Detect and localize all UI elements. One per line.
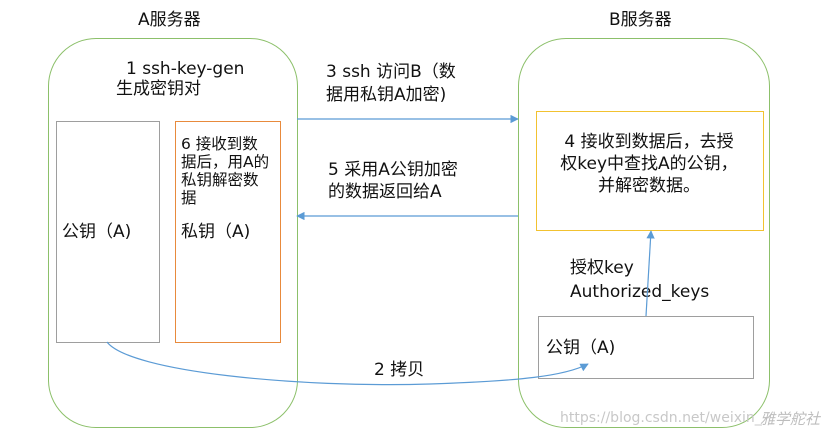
a-private-key-label: 私钥（A) — [181, 222, 251, 242]
b-public-key-label: 公钥（A) — [546, 338, 616, 358]
a-public-key-label: 公钥（A) — [62, 222, 132, 242]
step3-line1: 3 ssh 访问B（数 — [326, 62, 456, 82]
server-a-title: A服务器 — [138, 10, 201, 30]
authorized-line2: Authorized_keys — [570, 282, 710, 302]
step6-line3: 私钥解密数 — [181, 171, 259, 189]
step6-line4: 据 — [181, 189, 197, 207]
step2-label: 2 拷贝 — [374, 360, 425, 380]
step5-line2: 的数据返回给A — [328, 182, 442, 202]
authorized-text: 授权key Authorized_keys — [570, 258, 709, 302]
server-b-title: B服务器 — [609, 10, 672, 30]
step2-arrow — [106, 341, 589, 386]
step4-text: 4 接收到数据后，去授 权key中查找A的公钥， 并解密数据。 — [536, 132, 762, 196]
step6-text: 6 接收到数 据后，用A的 私钥解密数 据 — [181, 135, 269, 207]
step5-line1: 5 采用A公钥加密 — [328, 160, 458, 180]
watermark-url: https://blog.csdn.net/weixin_ — [560, 410, 762, 426]
authorized-arrow — [645, 230, 655, 317]
watermark-signature: 雅学舵社 — [760, 410, 821, 428]
step3-text: 3 ssh 访问B（数 据用私钥A加密) — [326, 62, 456, 105]
step1-line2: 生成密钥对 — [116, 79, 201, 99]
b-public-key-box — [538, 316, 754, 379]
step4-box — [536, 111, 764, 231]
step4-line2: 权key中查找A的公钥， — [560, 154, 738, 174]
a-private-key-box — [175, 121, 281, 343]
step6-line1: 6 接收到数 — [181, 135, 258, 153]
step4-line1: 4 接收到数据后，去授 — [564, 132, 734, 152]
step5-text: 5 采用A公钥加密 的数据返回给A — [328, 160, 458, 202]
step6-line2: 据后，用A的 — [181, 153, 270, 171]
step3-line2: 据用私钥A加密) — [326, 85, 447, 105]
step1-line1: 1 ssh-key-gen — [126, 59, 245, 79]
a-public-key-box — [56, 121, 160, 343]
authorized-line1: 授权key — [570, 258, 634, 278]
step1-text: 1 ssh-key-gen 生成密钥对 — [116, 59, 244, 99]
step4-line3: 并解密数据。 — [598, 176, 700, 196]
